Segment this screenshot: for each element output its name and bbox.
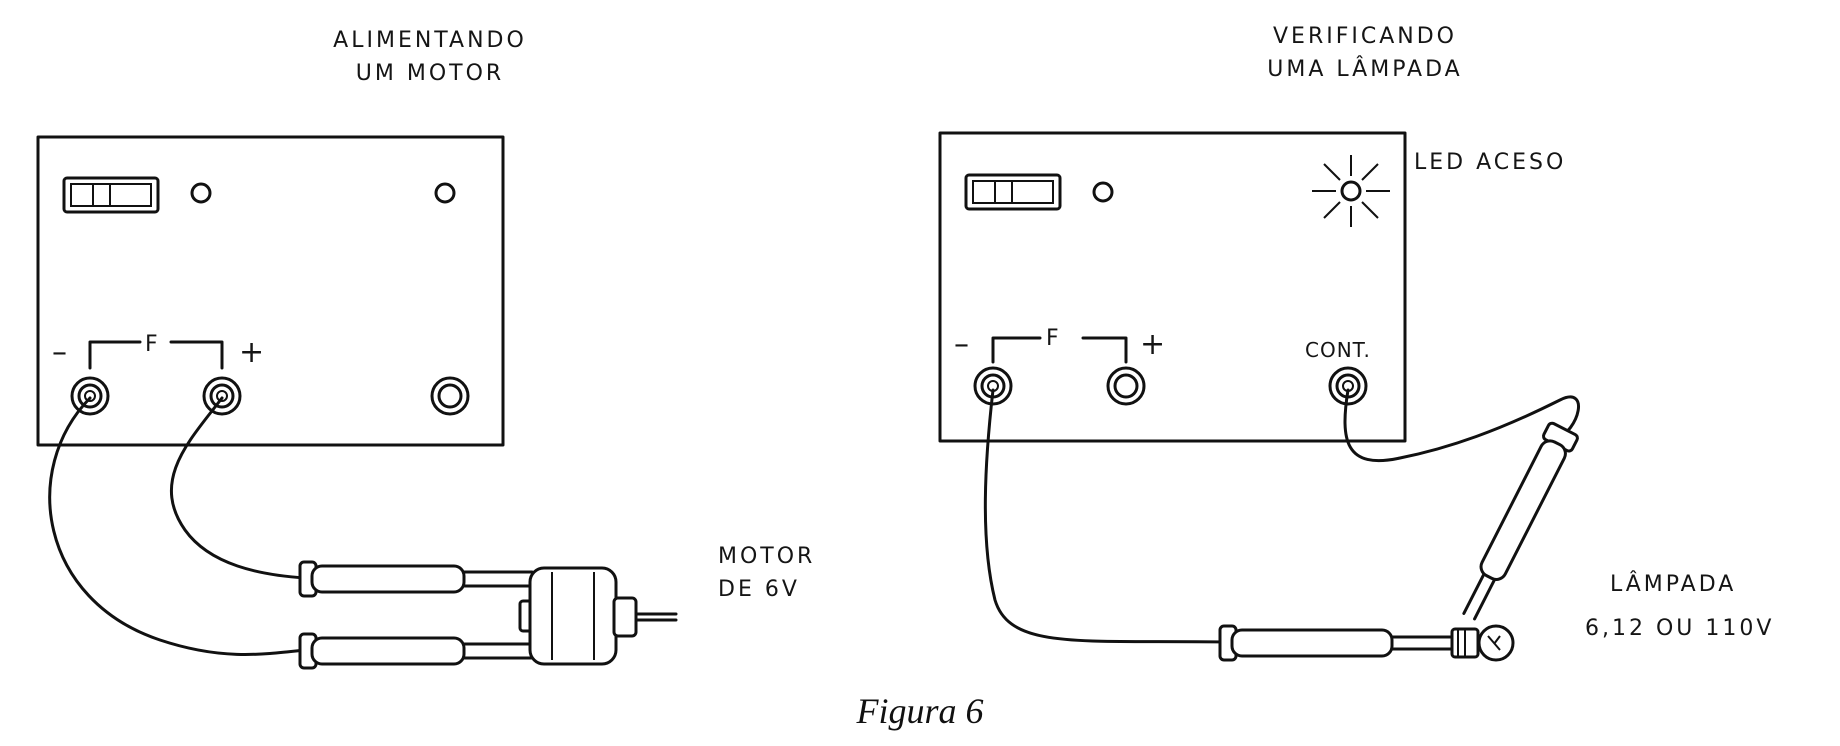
cont-label: CONT. — [1305, 338, 1371, 362]
left-f-label: F — [145, 332, 161, 357]
left-led-2 — [434, 182, 456, 204]
right-f-bracket-left — [991, 336, 1042, 364]
right-device — [938, 131, 1407, 443]
right-title: VERIFICANDO UMA LÂMPADA — [1245, 20, 1485, 86]
led-aceso-label: LED ACESO — [1414, 150, 1567, 175]
right-terminal-plus[interactable] — [1106, 366, 1146, 406]
left-wire-minus — [48, 396, 307, 656]
right-wire-minus — [983, 388, 1227, 644]
left-f-bracket-right — [169, 340, 224, 370]
left-title-line2: UM MOTOR — [355, 61, 505, 86]
right-f-bracket-right — [1081, 336, 1128, 364]
right-f-label: F — [1046, 326, 1062, 351]
right-probe-diagonal[interactable] — [1455, 421, 1579, 624]
right-plus-label: + — [1140, 327, 1166, 362]
left-device-box — [36, 135, 505, 447]
left-probe-upper[interactable] — [298, 560, 534, 598]
lamp-label-line1: LÂMPADA — [1610, 572, 1737, 597]
motor-6v — [518, 566, 678, 666]
left-title: ALIMENTANDO UM MOTOR — [310, 24, 550, 90]
lamp-icon — [1450, 624, 1515, 662]
figure-caption: Figura 6 — [856, 691, 984, 731]
right-minus-label: – — [954, 327, 969, 362]
left-terminal-third[interactable] — [430, 376, 470, 416]
led-lit-icon — [1312, 155, 1390, 227]
right-device-box — [938, 131, 1407, 443]
left-minus-label: – — [52, 335, 67, 370]
left-wire-plus — [169, 396, 307, 580]
right-terminal-minus[interactable] — [973, 366, 1013, 406]
left-probe-lower[interactable] — [298, 632, 534, 670]
motor-label-line1: MOTOR — [718, 544, 816, 569]
left-terminal-plus[interactable] — [202, 376, 242, 416]
left-f-bracket-left — [88, 340, 142, 370]
lamp-label-line2: 6,12 OU 110V — [1585, 616, 1775, 641]
right-probe-horizontal[interactable] — [1218, 624, 1457, 662]
right-switch[interactable] — [964, 173, 1062, 211]
motor-label: MOTOR DE 6V — [718, 540, 815, 606]
left-title-line1: ALIMENTANDO — [333, 28, 527, 53]
right-led-1 — [1092, 181, 1114, 203]
motor-label-line2: DE 6V — [718, 577, 800, 602]
left-device — [36, 135, 505, 447]
left-plus-label: + — [239, 335, 265, 370]
left-led-1 — [190, 182, 212, 204]
left-terminal-minus[interactable] — [70, 376, 110, 416]
right-title-line2: UMA LÂMPADA — [1267, 57, 1463, 82]
right-title-line1: VERIFICANDO — [1273, 24, 1457, 49]
left-switch[interactable] — [62, 176, 160, 214]
right-wire-cont — [1343, 388, 1580, 463]
